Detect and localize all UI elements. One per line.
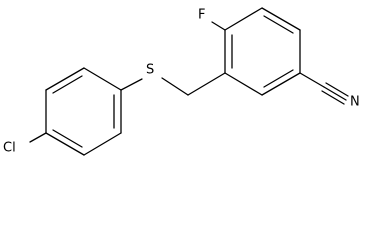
c-cn-bond: [299, 72, 325, 88]
ring-bond: [261, 72, 301, 96]
c-cl-bond: [29, 132, 47, 143]
triple-bond-line: [323, 86, 347, 101]
s-ring-bond: [120, 78, 143, 91]
ring-bond: [224, 72, 263, 96]
triple-bond-line: [321, 90, 345, 105]
ring-bond: [45, 67, 85, 91]
ring-ch2-bond: [187, 72, 226, 96]
c-f-bond: [211, 21, 226, 31]
ch2-s-bond: [161, 77, 189, 96]
ring-bond: [83, 67, 122, 91]
chemical-structure: F N S Cl: [3, 7, 360, 156]
ring-double-bond: [52, 75, 83, 94]
triple-bond-line: [325, 82, 349, 97]
nitrogen-label: N: [350, 95, 360, 110]
ring-double-bond: [263, 15, 294, 34]
chlorine-label: Cl: [3, 141, 16, 156]
chlorophenyl-ring: [45, 67, 122, 156]
ring-double-bond: [52, 129, 83, 148]
ring-bond: [224, 7, 263, 31]
ring-bond: [261, 7, 301, 31]
ring-double-bond: [263, 69, 294, 88]
sulfur-label: S: [146, 63, 154, 78]
ring-bond: [83, 132, 122, 156]
benzonitrile-ring: [224, 7, 301, 96]
ring-bond: [45, 132, 85, 156]
fluorine-label: F: [198, 8, 205, 23]
